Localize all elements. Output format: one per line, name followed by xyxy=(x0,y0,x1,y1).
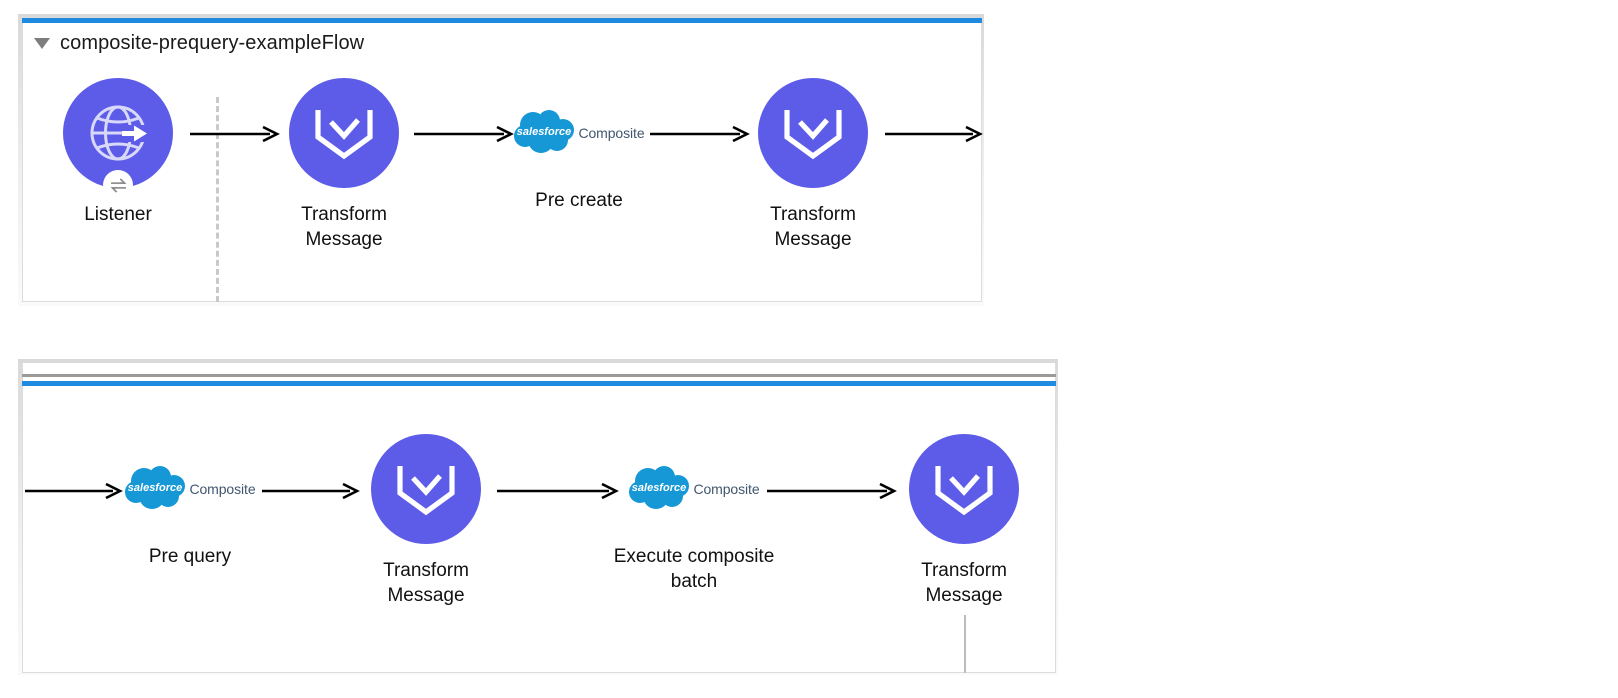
http-listener-globe-icon xyxy=(90,105,148,161)
dataweave-transform-icon xyxy=(784,110,842,160)
salesforce-operation-sublabel: Composite xyxy=(578,124,645,141)
salesforce-cloud-icon: salesforce xyxy=(513,110,575,154)
panel-2-upper-sliver xyxy=(22,363,1056,374)
page-title: composite-prequery-exampleFlow xyxy=(60,32,365,54)
panel-2-accent-bar xyxy=(22,381,1056,386)
node-label: Transform Message xyxy=(770,204,856,250)
svg-text:salesforce: salesforce xyxy=(517,126,571,138)
dataweave-transform-icon xyxy=(935,466,993,516)
node-transform-message-1[interactable]: Transform Message xyxy=(244,78,444,252)
panel-2-divider-line xyxy=(22,374,1056,377)
node-pre-query[interactable]: salesforce Composite Pre query xyxy=(70,460,310,569)
arrow-prequery-to-transform xyxy=(262,482,360,500)
salesforce-operation-sublabel: Composite xyxy=(189,480,256,497)
node-listener[interactable]: Listener xyxy=(18,78,218,227)
node-label: Transform Message xyxy=(383,560,469,606)
salesforce-operation-sublabel: Composite xyxy=(693,480,760,497)
node-label: Listener xyxy=(84,204,152,225)
node-label: Pre create xyxy=(535,190,623,211)
node-transform-circle[interactable] xyxy=(758,78,868,188)
svg-text:salesforce: salesforce xyxy=(632,482,686,494)
node-transform-message-4[interactable]: Transform Message xyxy=(864,434,1064,608)
panel-flow-2[interactable] xyxy=(22,386,1056,673)
arrow-transform-to-edge xyxy=(885,125,983,143)
arrow-executebatch-to-transform xyxy=(767,482,897,500)
arrow-transform-to-precreate xyxy=(414,125,514,143)
dataweave-transform-icon xyxy=(315,110,373,160)
node-label: Transform Message xyxy=(921,560,1007,606)
flow-1-header[interactable]: composite-prequery-exampleFlow xyxy=(34,32,364,55)
node-transform-circle[interactable] xyxy=(289,78,399,188)
arrow-transform-to-executebatch xyxy=(497,482,619,500)
node-transform-message-2[interactable]: Transform Message xyxy=(713,78,913,252)
arrow-edge-to-prequery xyxy=(25,482,123,500)
panel-1-accent-bar xyxy=(22,18,982,23)
node-label: Transform Message xyxy=(301,204,387,250)
node-pre-create[interactable]: salesforce Composite Pre create xyxy=(459,104,699,213)
panel-2-gap xyxy=(22,377,1056,381)
salesforce-composite-icon-row[interactable]: salesforce Composite xyxy=(124,460,256,516)
svg-text:salesforce: salesforce xyxy=(128,482,182,494)
salesforce-composite-icon-row[interactable]: salesforce Composite xyxy=(513,104,645,160)
exchange-arrows-icon xyxy=(104,171,132,199)
arrow-listener-to-transform xyxy=(190,125,280,143)
salesforce-composite-icon-row[interactable]: salesforce Composite xyxy=(628,460,760,516)
node-transform-message-3[interactable]: Transform Message xyxy=(326,434,526,608)
salesforce-cloud-icon: salesforce xyxy=(628,466,690,510)
node-listener-circle[interactable] xyxy=(63,78,173,199)
node-transform-circle[interactable] xyxy=(371,434,481,544)
node-label: Execute composite batch xyxy=(613,546,775,592)
node-transform-circle[interactable] xyxy=(909,434,1019,544)
salesforce-cloud-icon: salesforce xyxy=(124,466,186,510)
flow-1-dashed-guide xyxy=(216,97,219,302)
node-execute-composite-batch[interactable]: salesforce Composite Execute composite b… xyxy=(574,460,814,594)
flow-2-solid-guide xyxy=(964,615,966,673)
node-label: Pre query xyxy=(148,546,232,567)
arrow-precreate-to-transform xyxy=(650,125,750,143)
dataweave-transform-icon xyxy=(397,466,455,516)
triangle-down-icon[interactable] xyxy=(34,38,50,49)
